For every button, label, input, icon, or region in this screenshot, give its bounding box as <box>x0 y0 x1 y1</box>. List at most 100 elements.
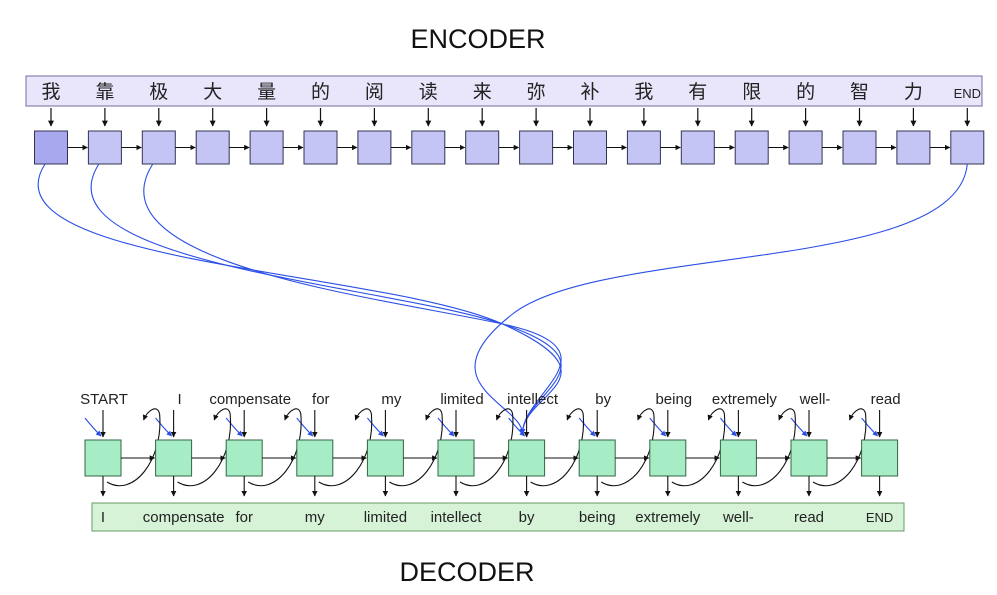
decoder-input-word: compensate <box>209 391 291 408</box>
decoder-attention-arrow <box>437 417 455 437</box>
decoder-input-word: by <box>595 391 611 408</box>
decoder-input-arrows <box>84 410 883 438</box>
encoder-token: 大 <box>203 81 222 103</box>
encoder-input-arrows <box>48 108 971 127</box>
decoder-feedback-loop <box>600 408 655 487</box>
decoder-title: DECODER <box>399 557 534 587</box>
decoder-input-word: my <box>381 391 401 408</box>
decoder-cell <box>861 439 899 477</box>
decoder-attention-arrow <box>578 417 596 437</box>
encoder-cell <box>411 130 446 165</box>
decoder-feedback-loop <box>812 408 867 487</box>
decoder-input-word: being <box>655 391 692 408</box>
encoder-token: 智 <box>850 81 869 103</box>
encoder-cell <box>519 130 554 165</box>
encoder-token: 量 <box>257 81 276 103</box>
decoder-input-word: read <box>871 391 901 408</box>
decoder-attention-arrow <box>155 417 172 437</box>
decoder-output-strip <box>91 502 905 532</box>
encoder-token: 限 <box>742 81 761 103</box>
decoder-attention-arrow <box>366 417 384 437</box>
encoder-cell <box>357 130 392 165</box>
encoder-cell <box>249 130 284 165</box>
encoder-cell <box>573 130 607 165</box>
encoder-token: 来 <box>473 81 492 103</box>
decoder-cell <box>719 439 757 477</box>
encoder-cell-row <box>34 130 985 165</box>
decoder-cell <box>790 439 828 477</box>
decoder-feedback-loop <box>106 408 161 487</box>
decoder-feedback-loop <box>247 408 302 487</box>
decoder-cell-row <box>84 439 899 477</box>
encoder-title: ENCODER <box>410 24 545 54</box>
encoder-token: 阅 <box>365 81 384 103</box>
decoder-feedback-loop <box>530 408 585 487</box>
decoder-output-word: extremely <box>635 509 701 526</box>
encoder-cell <box>950 130 985 165</box>
encoder-cell <box>896 130 931 165</box>
decoder-output-word: for <box>235 509 253 526</box>
decoder-attention-arrow <box>508 417 525 437</box>
attention-curve <box>474 163 968 435</box>
encoder-cell <box>465 130 500 165</box>
encoder-cell <box>734 130 769 165</box>
decoder-output-arrows <box>100 476 883 497</box>
decoder-output-word: being <box>579 509 616 526</box>
encoder-cell <box>87 130 122 165</box>
encoder-token: 靠 <box>95 81 114 103</box>
attention-curves <box>37 163 968 435</box>
decoder-feedback-loop <box>389 408 443 487</box>
decoder-attention-arrow <box>790 417 808 437</box>
decoder-input-word: well- <box>799 391 831 408</box>
decoder-feedback-loop <box>459 408 514 487</box>
encoder-token: 我 <box>634 81 653 103</box>
decoder-output-word: my <box>305 509 325 526</box>
decoder-input-word: START <box>80 391 128 408</box>
decoder-input-word: limited <box>440 391 483 408</box>
attention-curve <box>143 163 562 435</box>
decoder-output-word: read <box>794 509 824 526</box>
decoder-attention-arrow <box>84 417 102 437</box>
decoder-cell <box>84 439 122 477</box>
encoder-token: 有 <box>688 81 707 103</box>
decoder-feedback-loop <box>742 408 796 487</box>
decoder-attention-arrow <box>296 417 314 437</box>
encoder-token-strip <box>25 75 983 107</box>
attention-curve <box>90 163 562 435</box>
encoder-cell <box>141 130 176 165</box>
encoder-token: 力 <box>904 81 923 103</box>
encoder-token: 弥 <box>527 81 546 103</box>
encoder-token: 我 <box>41 81 60 103</box>
encoder-token: 补 <box>580 81 599 103</box>
decoder-feedback-loop <box>671 408 726 487</box>
decoder-attention-arrow <box>719 417 737 437</box>
encoder-cell <box>842 130 877 165</box>
decoder-output-word: END <box>866 510 893 525</box>
encoder-token: 的 <box>311 81 330 103</box>
decoder-cell <box>225 439 263 477</box>
decoder-feedback-loop <box>177 408 232 487</box>
encoder-token: 极 <box>149 81 168 103</box>
decoder-cell <box>155 439 193 477</box>
decoder-cell <box>649 439 687 477</box>
encoder-cell <box>680 130 715 165</box>
decoder-output-word: well- <box>722 509 754 526</box>
encoder-token: 的 <box>796 81 815 103</box>
decoder-output-word: by <box>519 509 535 526</box>
decoder-attention-arrow <box>861 417 878 437</box>
encoder-cell <box>788 130 823 165</box>
decoder-output-word: compensate <box>143 509 225 526</box>
decoder-output-word: I <box>101 509 105 526</box>
decoder-feedback-loop <box>318 408 373 487</box>
encoder-cell <box>34 130 68 165</box>
decoder-input-word: for <box>312 391 330 408</box>
decoder-input-word: extremely <box>712 391 778 408</box>
encoder-cell <box>195 130 230 165</box>
decoder-input-word: intellect <box>507 391 559 408</box>
encoder-token: 读 <box>419 81 438 103</box>
decoder-cell <box>296 439 334 477</box>
